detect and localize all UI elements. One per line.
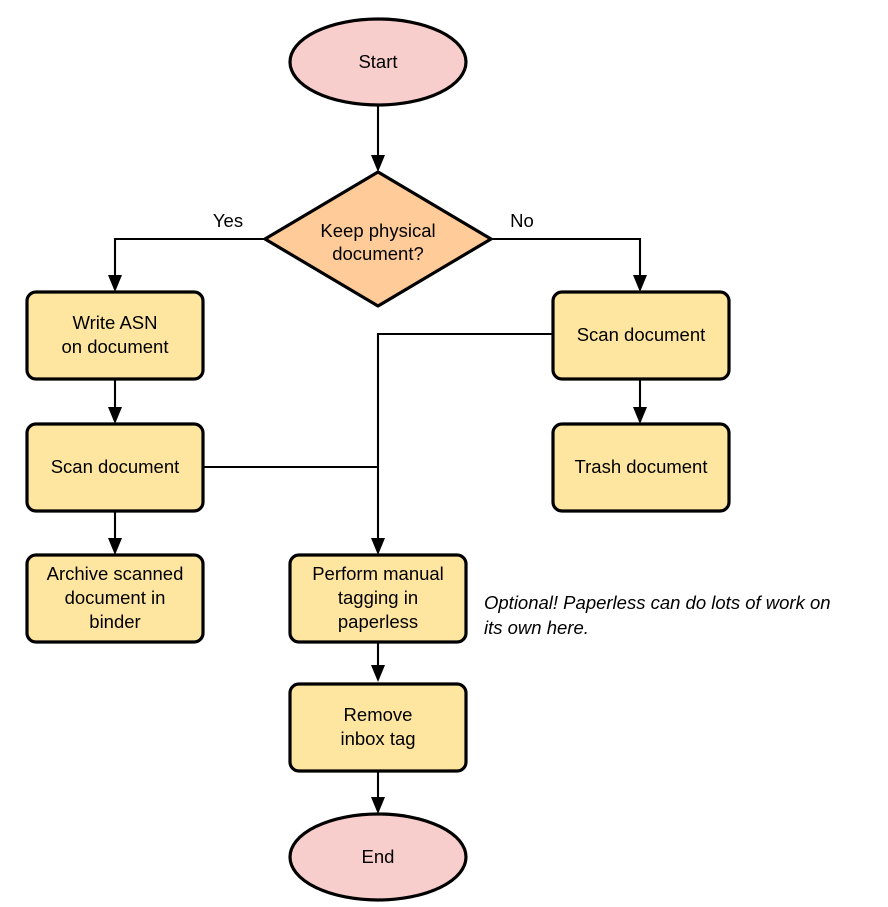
write-asn-label-line1: Write ASN <box>73 312 158 333</box>
decision-diamond <box>263 170 493 308</box>
edge-label-no: No <box>510 210 534 231</box>
edge-decision-to-write-asn <box>108 237 265 292</box>
node-decision-keep-physical-document[interactable]: Keep physical document? <box>263 170 493 308</box>
edge-decision-to-scan-right <box>491 237 647 292</box>
node-scan-document-left[interactable]: Scan document <box>25 422 205 513</box>
edge-scan-left-to-archive <box>108 511 122 555</box>
trash-document-box <box>551 422 731 513</box>
write-asn-label-line2: on document <box>62 336 169 357</box>
end-ellipse <box>288 812 468 902</box>
annotation-line1: Optional! Paperless can do lots of work … <box>484 592 831 613</box>
annotation-optional-note: Optional! Paperless can do lots of work … <box>484 592 831 638</box>
end-label: End <box>362 846 395 867</box>
archive-label-line2: document in <box>65 587 166 608</box>
archive-box <box>25 553 205 644</box>
scan-document-left-box <box>25 422 205 513</box>
edge-scan-right-to-manual-tagging <box>371 332 553 555</box>
scan-document-right-box <box>551 290 731 381</box>
manual-tagging-box <box>288 553 468 644</box>
edge-scan-right-to-trash <box>633 379 647 424</box>
annotation-line2: its own here. <box>484 617 589 638</box>
edge-label-yes: Yes <box>213 210 243 231</box>
edge-write-asn-to-scan-left <box>108 379 122 424</box>
edge-manual-tagging-to-remove-inbox <box>371 642 385 682</box>
node-perform-manual-tagging[interactable]: Perform manual tagging in paperless <box>288 553 468 644</box>
start-ellipse <box>288 17 468 107</box>
node-write-asn-on-document[interactable]: Write ASN on document <box>25 290 205 381</box>
edge-start-to-decision <box>371 105 385 172</box>
node-trash-document[interactable]: Trash document <box>551 422 731 513</box>
remove-inbox-label-line1: Remove <box>344 704 413 725</box>
edge-remove-inbox-to-end <box>371 771 385 814</box>
decision-label-line2: document? <box>332 243 424 264</box>
trash-document-label: Trash document <box>575 456 708 477</box>
remove-inbox-label-line2: inbox tag <box>340 728 415 749</box>
write-asn-box <box>25 290 205 381</box>
remove-inbox-tag-box <box>288 682 468 773</box>
scan-document-left-label: Scan document <box>51 456 180 477</box>
manual-tagging-label-line1: Perform manual <box>312 563 444 584</box>
node-start[interactable]: Start <box>288 17 468 107</box>
archive-label-line3: binder <box>89 611 140 632</box>
manual-tagging-label-line2: tagging in <box>338 587 418 608</box>
start-label: Start <box>358 51 397 72</box>
node-end[interactable]: End <box>288 812 468 902</box>
archive-label-line1: Archive scanned <box>47 563 184 584</box>
scan-document-right-label: Scan document <box>577 324 706 345</box>
decision-label-line1: Keep physical <box>320 220 435 241</box>
node-archive-scanned-document[interactable]: Archive scanned document in binder <box>25 553 205 644</box>
node-scan-document-right[interactable]: Scan document <box>551 290 731 381</box>
manual-tagging-label-line3: paperless <box>338 611 418 632</box>
node-remove-inbox-tag[interactable]: Remove inbox tag <box>288 682 468 773</box>
